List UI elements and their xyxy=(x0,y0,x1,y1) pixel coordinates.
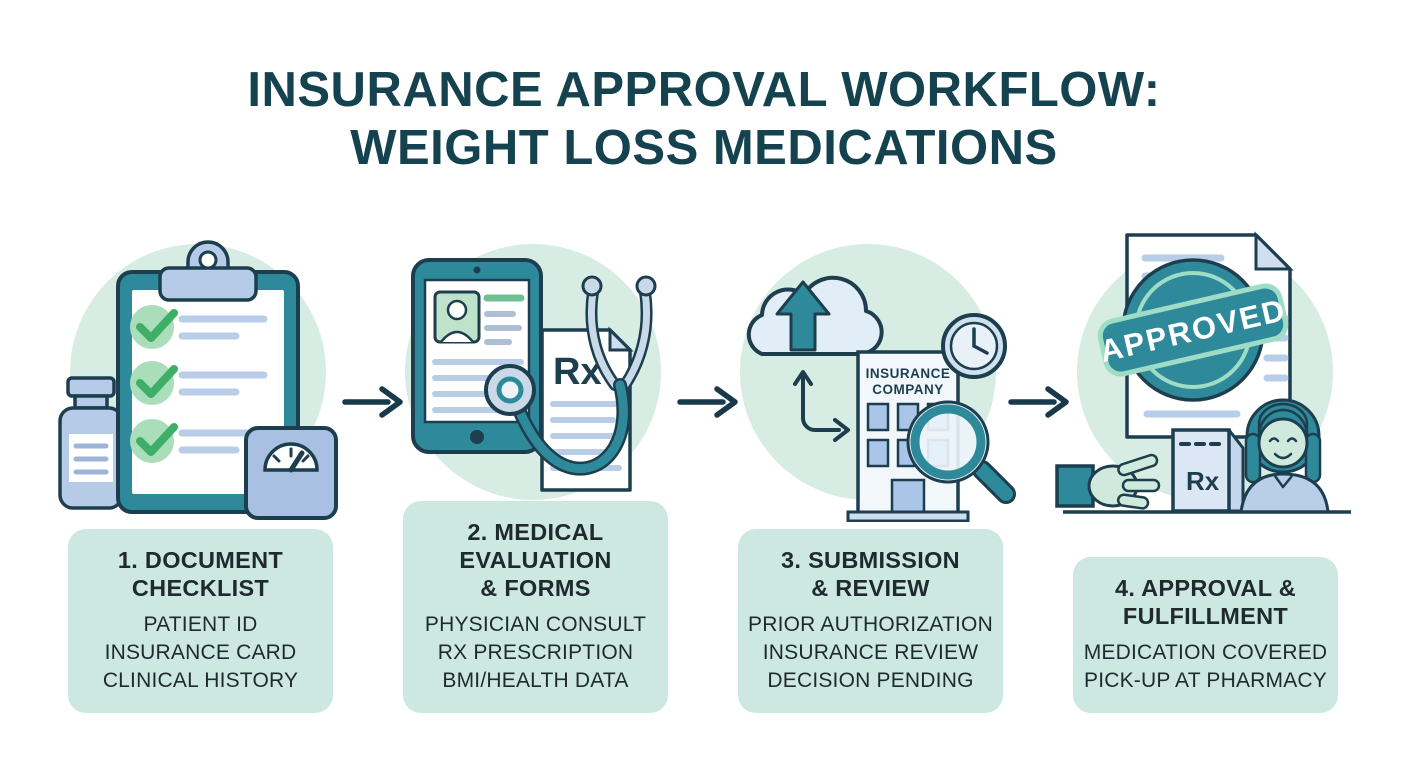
magnifier-icon xyxy=(906,400,1016,504)
heading-line: 1. DOCUMENT xyxy=(117,546,284,573)
step3-label-box: 3. SUBMISSION & REVIEW PRIOR AUTHORIZATI… xyxy=(738,528,1003,713)
check-mark-icon xyxy=(130,361,268,405)
rx-pharmacy-bag-icon: Rx xyxy=(1171,428,1245,513)
building-label-line2: COMPANY xyxy=(872,382,944,397)
step4-item: MEDICATION COVERED xyxy=(1083,641,1328,665)
heading-line: & REVIEW xyxy=(811,575,930,602)
building-label-line1: INSURANCE xyxy=(866,366,951,381)
step3-heading: 3. SUBMISSION & REVIEW xyxy=(744,546,997,602)
cloud-upload-icon xyxy=(746,275,884,357)
heading-line: 4. APPROVAL & xyxy=(1114,574,1297,601)
step3-item: DECISION PENDING xyxy=(767,669,974,693)
step2-heading: 2. MEDICAL EVALUATION & FORMS xyxy=(409,518,662,603)
step2-item: PHYSICIAN CONSULT xyxy=(424,613,647,637)
right-arrow-icon xyxy=(342,386,403,418)
check-mark-icon xyxy=(130,305,268,349)
pill-bottle-icon xyxy=(58,376,124,510)
heading-line: EVALUATION xyxy=(459,546,612,573)
step4-heading: 4. APPROVAL & FULFILLMENT xyxy=(1079,574,1332,630)
heading-line: FULFILLMENT xyxy=(1122,602,1289,629)
right-arrow-icon xyxy=(1008,386,1069,418)
step2-item: BMI/HEALTH DATA xyxy=(442,669,629,693)
step3-item: INSURANCE REVIEW xyxy=(762,641,979,665)
step4-approval-fulfillment-icon: APPROVED Rx xyxy=(1055,231,1351,514)
page-title-line1: INSURANCE APPROVAL WORKFLOW: xyxy=(247,63,1161,117)
step1-item: PATIENT ID xyxy=(143,613,258,637)
step1-item: CLINICAL HISTORY xyxy=(102,669,299,693)
pharmacist-icon xyxy=(1239,398,1330,514)
step4-item: PICK-UP AT PHARMACY xyxy=(1083,669,1328,693)
step1-label-box: 1. DOCUMENT CHECKLIST PATIENT ID INSURAN… xyxy=(68,528,333,713)
step4-label-box: 4. APPROVAL & FULFILLMENT MEDICATION COV… xyxy=(1073,556,1338,713)
clock-icon xyxy=(941,313,1007,379)
step3-submission-review-icon: INSURANCE COMPANY xyxy=(740,244,1016,522)
stethoscope-icon xyxy=(484,275,657,476)
page-title: INSURANCE APPROVAL WORKFLOW: WEIGHT LOSS… xyxy=(0,62,1408,178)
bent-arrow-icon xyxy=(793,370,850,442)
step1-document-checklist-icon xyxy=(58,240,338,520)
heading-line: 3. SUBMISSION xyxy=(781,546,960,573)
weight-scale-icon xyxy=(244,426,338,520)
right-arrow-icon xyxy=(677,386,738,418)
page-title-line2: WEIGHT LOSS MEDICATIONS xyxy=(350,120,1058,175)
heading-line: CHECKLIST xyxy=(131,575,270,602)
checklist-rows xyxy=(130,305,268,463)
heading-line: 2. MEDICAL xyxy=(467,518,604,545)
heading-line: & FORMS xyxy=(480,575,591,602)
approved-stamp-icon: APPROVED xyxy=(1097,258,1290,402)
handoff-hand-icon xyxy=(1055,453,1161,510)
step3-item: PRIOR AUTHORIZATION xyxy=(748,613,993,637)
step1-item: INSURANCE CARD xyxy=(104,641,297,665)
step1-heading: 1. DOCUMENT CHECKLIST xyxy=(74,546,327,602)
step2-medical-evaluation-icon: Rx xyxy=(405,244,661,500)
step2-item: RX PRESCRIPTION xyxy=(437,641,634,665)
rx-bag-label: Rx xyxy=(1186,466,1220,496)
step2-label-box: 2. MEDICAL EVALUATION & FORMS PHYSICIAN … xyxy=(403,500,668,713)
